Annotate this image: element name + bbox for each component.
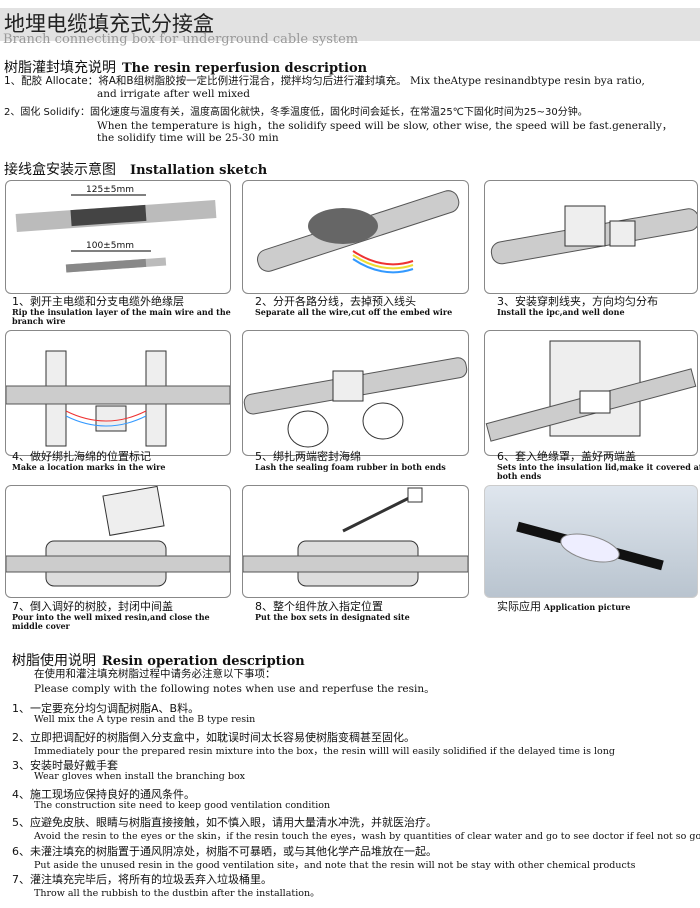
- wire-separation-illustration: [257, 190, 460, 274]
- caption-en: Pour into the well mixed resin,and close…: [12, 612, 210, 631]
- operation-item-en: Wear gloves when install the branching b…: [34, 771, 246, 782]
- application-caption: 实际应用 Application picture: [497, 600, 697, 613]
- item-en-cont: the solidify time will be 25-30 min: [97, 132, 279, 144]
- pour-resin-illustration: [6, 486, 230, 587]
- item-label: 2、固化 Solidify：: [4, 107, 90, 118]
- title-bar: [0, 8, 700, 41]
- operation-item-en: Avoid the resin to the eyes or the skin，…: [34, 831, 700, 842]
- item-en-cont: and irrigate after well mixed: [97, 88, 250, 100]
- heading-en: The resin reperfusion description: [122, 61, 368, 76]
- sketch-panel-2: [242, 180, 469, 294]
- ipc-install-illustration: [490, 205, 697, 265]
- operation-item-cn: 1、一定要充分均匀调配树脂A、B料。: [12, 702, 200, 715]
- caption-cn: 2、分开各路分线，去掉预入线头: [255, 295, 416, 308]
- caption-cn: 实际应用: [497, 600, 541, 613]
- caption-cn: 5、绑扎两端密封海绵: [255, 450, 361, 463]
- operation-item-cn: 3、安装时最好戴手套: [12, 759, 118, 772]
- operation-item-en: Put aside the unused resin in the good v…: [34, 859, 636, 871]
- caption-cn: 3、安装穿刺线夹，方向均匀分布: [497, 295, 658, 308]
- operation-item-cn: 2、立即把调配好的树脂倒入分支盒中，如耽误时间太长容易使树脂变稠甚至固化。: [12, 730, 415, 744]
- insulation-lid-illustration: [485, 340, 697, 442]
- sketch-panel-7: [5, 485, 231, 598]
- sketch-panel-8: [242, 485, 469, 598]
- installation-heading: 接线盒安装示意图 Installation sketch: [4, 159, 267, 179]
- sketch-panel-5: [242, 330, 469, 456]
- sketch-panel-4: [5, 330, 231, 456]
- caption-en: Rip the insulation layer of the main wir…: [12, 307, 231, 326]
- heading-cn: 接线盒安装示意图: [4, 162, 116, 178]
- allocate-item: 1、配胶 Allocate：将A和B组树脂胶按一定比例进行混合，搅拌均匀后进行灌…: [4, 73, 645, 88]
- heading-en: Installation sketch: [130, 163, 268, 178]
- page-subtitle: Branch connecting box for underground ca…: [3, 32, 359, 47]
- place-box-illustration: [243, 487, 468, 587]
- reperfusion-heading: 树脂灌封填充说明 The resin reperfusion descriptio…: [4, 57, 367, 77]
- item-cn: 固化速度与温度有关，温度高固化就快，冬季温度低，固化时间会延长，在常温25℃下固…: [89, 107, 588, 118]
- dimension-label: 125±5mm: [86, 185, 134, 195]
- page-title: 地埋电缆填充式分接盒: [4, 12, 214, 36]
- location-mark-illustration: [6, 350, 230, 447]
- intro-cn: 在使用和灌注填充树脂过程中请务必注意以下事项：: [34, 668, 276, 680]
- caption-cn: 6、套入绝缘罩，盖好两端盖: [497, 450, 636, 463]
- item-en: Mix theAtype resinandbtype resin bya rat…: [409, 75, 645, 87]
- dimension-label: 100±5mm: [86, 241, 134, 251]
- operation-item-cn: 5、应避免皮肤、眼睛与树脂直接接触，如不慎入眼，请用大量清水冲洗，并就医治疗。: [12, 816, 437, 829]
- heading-cn: 树脂灌封填充说明: [4, 60, 116, 76]
- caption-en: Install the ipc,and well done: [497, 307, 625, 317]
- operation-item-en: The construction site need to keep good …: [34, 799, 331, 811]
- caption-en: Make a location marks in the wire: [12, 462, 166, 472]
- caption-en: Put the box sets in designated site: [255, 612, 410, 622]
- intro-en: Please comply with the following notes w…: [34, 683, 435, 695]
- sketch-panel-3: [484, 180, 698, 294]
- caption-cn: 8、整个组件放入指定位置: [255, 600, 383, 613]
- operation-item-en: Immediately pour the prepared resin mixt…: [34, 745, 615, 757]
- cable-strip-illustration: [15, 194, 217, 273]
- item-cn: 将A和B组树脂胶按一定比例进行混合，搅拌均匀后进行灌封填充。: [98, 75, 407, 87]
- caption-en: Separate all the wire,cut off the embed …: [255, 307, 453, 317]
- operation-item-cn: 7、灌注填充完毕后，将所有的垃圾丢弃入垃圾桶里。: [12, 873, 272, 886]
- sketch-panel-1: 125±5mm 100±5mm: [5, 180, 231, 294]
- application-photo: [484, 485, 698, 598]
- operation-item-en: Well mix the A type resin and the B type…: [34, 714, 256, 725]
- item-label: 1、配胶 Allocate：: [4, 75, 99, 87]
- caption-en: Lash the sealing foam rubber in both end…: [255, 462, 446, 472]
- foam-lash-illustration: [243, 357, 468, 448]
- caption-cn: 1、剥开主电缆和分支电缆外绝缘层: [12, 295, 184, 308]
- operation-heading: 树脂使用说明 Resin operation description: [12, 650, 305, 670]
- operation-item-cn: 4、施工现场应保持良好的通风条件。: [12, 787, 195, 801]
- caption-cn: 4、做好绑扎海绵的位置标记: [12, 450, 151, 463]
- caption-en: Sets into the insulation lid,make it cov…: [497, 462, 700, 481]
- caption-cn: 7、倒入调好的树胶，封闭中间盖: [12, 600, 173, 613]
- operation-item-cn: 6、未灌注填充的树脂置于通风阴凉处，树脂不可暴晒，或与其他化学产品堆放在一起。: [12, 844, 437, 858]
- solidify-item: 2、固化 Solidify：固化速度与温度有关，温度高固化就快，冬季温度低，固化…: [4, 103, 588, 118]
- application-photo-image: [516, 521, 664, 571]
- heading-cn: 树脂使用说明: [12, 653, 96, 669]
- sketch-panel-6: [484, 330, 698, 456]
- item-en: When the temperature is high，the solidif…: [97, 120, 673, 132]
- heading-en: Resin operation description: [102, 654, 305, 669]
- caption-en: Application picture: [543, 602, 631, 612]
- operation-item-en: Throw all the rubbish to the dustbin aft…: [34, 888, 320, 899]
